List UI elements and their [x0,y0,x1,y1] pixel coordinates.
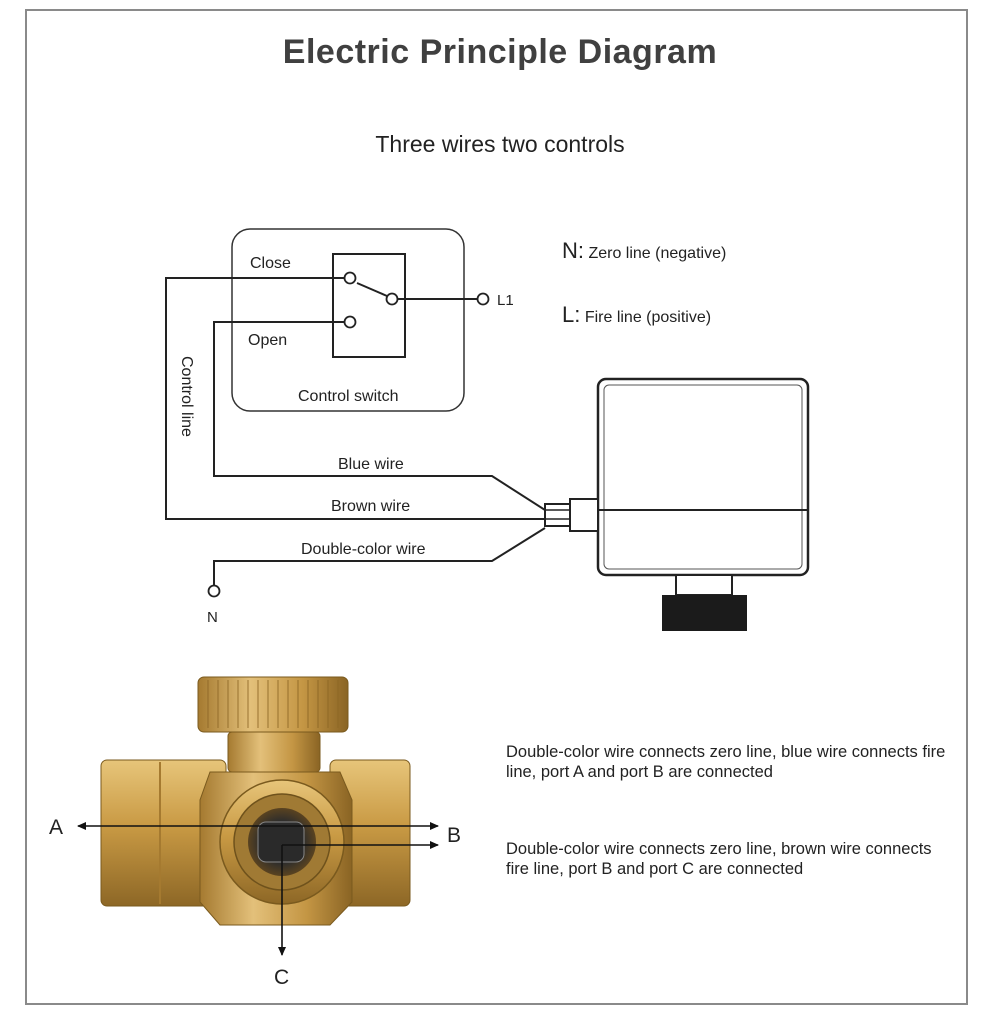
actuator-neck [675,574,733,596]
open-label: Open [248,332,287,349]
valve-ball [257,821,305,863]
l1-terminal [476,292,490,306]
actuator-coupling [662,595,747,631]
legend-n: N: Zero line (negative) [562,238,726,264]
actuator-body [596,377,810,577]
port-b-label: B [447,824,461,847]
legend-l-text: Fire line (positive) [584,309,712,326]
blue-wire-label: Blue wire [338,456,404,473]
control-lines: Control line Blue wire Brown wire Double… [165,277,546,626]
blue-control-line [213,321,546,511]
brass-valve [100,676,411,926]
legend-l: L: Fire line (positive) [562,302,711,328]
port-a-label: A [49,816,63,839]
switch-contact-block [332,253,406,358]
description-b-c: Double-color wire connects zero line, br… [506,840,932,878]
legend-l-key: L: [562,302,581,327]
common-terminal [385,292,399,306]
l1-label: L1 [497,292,514,309]
description-a-b: Double-color wire connects zero line, bl… [506,743,946,781]
open-terminal [343,315,357,329]
page-title: Electric Principle Diagram [282,33,718,71]
cable-connector [544,503,571,527]
actuator [544,377,810,631]
valve-stem-neck [227,731,321,773]
switch-blade [356,282,388,297]
brown-wire-label: Brown wire [331,498,410,515]
close-terminal [343,271,357,285]
brown-control-line [165,277,545,520]
outer-frame [25,9,968,1005]
actuator-inner-edge [603,384,803,570]
valve-knurled-cap [197,676,349,733]
port-c-label: C [274,966,289,989]
legend-n-text: Zero line (negative) [588,245,727,262]
neutral-label: N [207,609,218,626]
double-color-wire-label: Double-color wire [301,541,426,558]
control-switch: Close Open Control switch L1 [231,228,514,412]
double-color-line [213,527,546,585]
page-subtitle: Three wires two controls [375,131,625,157]
control-line-label: Control line [178,356,195,437]
neutral-terminal [207,584,221,598]
control-switch-housing [231,228,465,412]
cable-gland [569,498,599,532]
legend-n-key: N: [562,238,584,263]
port-arrows: A B C [49,816,461,989]
control-switch-caption: Control switch [298,388,398,405]
close-label: Close [250,255,291,272]
